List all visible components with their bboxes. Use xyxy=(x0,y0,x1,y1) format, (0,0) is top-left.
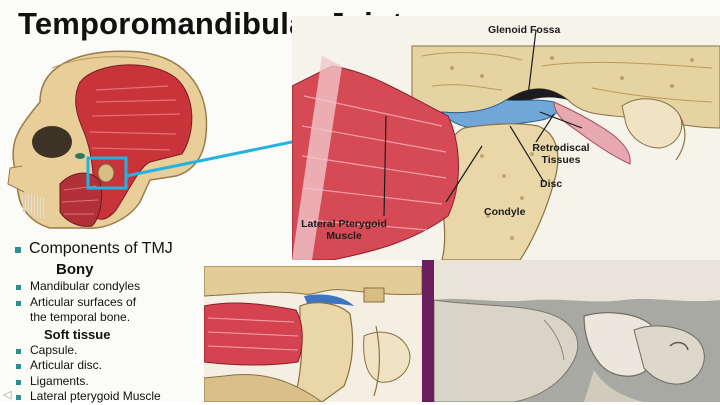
list-item: Ligaments. xyxy=(14,374,214,390)
components-list: Components of TMJ Bony Mandibular condyl… xyxy=(14,238,214,405)
accent-divider xyxy=(422,260,434,402)
list-item: Mandibular condyles xyxy=(14,279,214,295)
sagittal-drawing xyxy=(204,266,422,402)
label-glenoid-fossa: Glenoid Fossa xyxy=(488,24,561,36)
list-item-text: Articular disc. xyxy=(30,358,103,372)
nav-arrow-icon[interactable]: ◁ xyxy=(3,389,12,401)
bone-photo xyxy=(434,260,720,402)
label-disc: Disc xyxy=(540,178,563,190)
list-item: Capsule. xyxy=(14,343,214,359)
cross-section-drawing xyxy=(292,16,720,260)
list-item-text: the temporal bone. xyxy=(30,310,131,324)
label-lateral-pterygoid: Lateral Pterygoid Muscle xyxy=(296,218,392,242)
bullet-marker xyxy=(16,285,21,290)
bony-heading-text: Bony xyxy=(56,261,94,278)
bullet-marker xyxy=(16,364,21,369)
list-item: Articular disc. xyxy=(14,358,214,374)
bullet-marker xyxy=(16,379,21,385)
soft-tissue-heading: Soft tissue xyxy=(14,326,214,343)
list-item: Articular surfaces of xyxy=(14,295,214,311)
bullet-marker xyxy=(15,247,21,253)
label-retrodiscal-text: Retrodiscal Tissues xyxy=(532,142,590,166)
sagittal-illustration xyxy=(204,266,422,402)
tmj-cross-section xyxy=(292,16,720,260)
list-item-text: Articular surfaces of xyxy=(30,294,137,309)
skull-illustration xyxy=(0,42,215,232)
list-item-continuation: the temporal bone. xyxy=(14,310,214,326)
bony-heading: Bony xyxy=(14,260,214,279)
label-condyle: Condyle xyxy=(484,206,526,218)
bullet-marker xyxy=(16,348,21,354)
bullet-marker xyxy=(16,395,21,400)
list-item: Lateral pterygoid Muscle xyxy=(14,389,214,405)
components-heading-text: Components of TMJ xyxy=(29,240,173,257)
soft-tissue-heading-text: Soft tissue xyxy=(44,326,111,342)
bone-photo-drawing xyxy=(434,260,720,402)
bullet-marker xyxy=(16,300,21,306)
list-item-text: Mandibular condyles xyxy=(30,279,141,293)
label-lateral-pterygoid-text: Lateral Pterygoid Muscle xyxy=(301,218,387,242)
list-item-text: Lateral pterygoid Muscle xyxy=(30,389,161,403)
label-retrodiscal-tissues: Retrodiscal Tissues xyxy=(516,142,606,166)
list-item-text: Capsule. xyxy=(30,342,78,357)
skull-drawing xyxy=(7,50,208,229)
list-item-text: Ligaments. xyxy=(30,373,89,388)
components-heading: Components of TMJ xyxy=(14,238,214,260)
